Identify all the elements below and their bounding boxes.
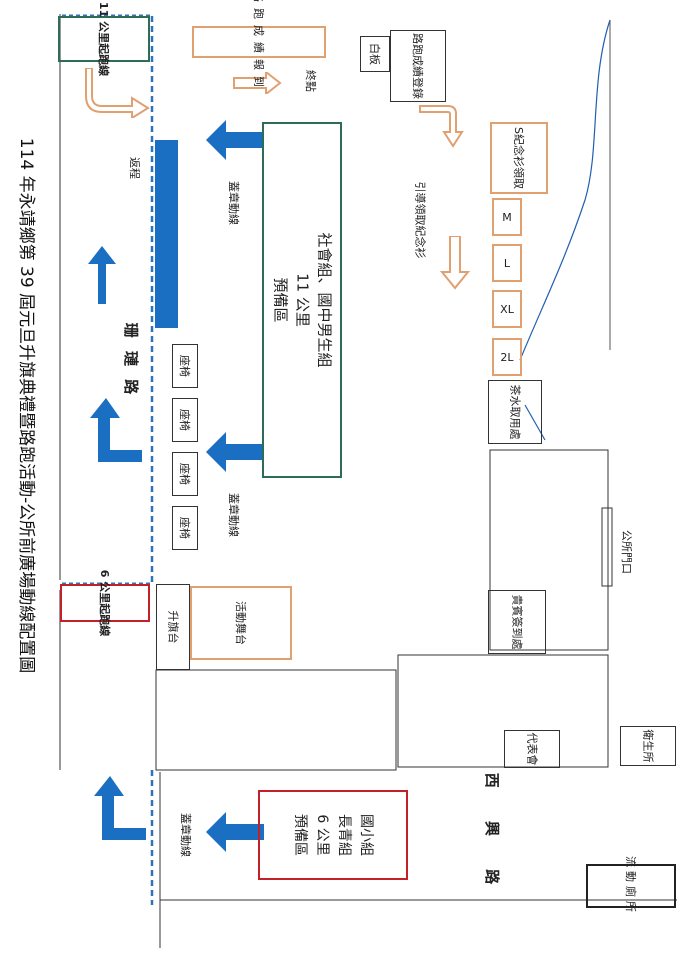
portable-toilet: 流動廁所 (586, 856, 676, 916)
group-6km-line-2: 長青組 (336, 814, 352, 856)
finish-arrow-icon (233, 72, 282, 94)
down-arrow-icon (440, 236, 470, 290)
stamp-route-label-3: 蓋章動線 (179, 813, 192, 857)
whiteboard: 白板 (360, 36, 390, 72)
size-box-2l: 2L (492, 338, 522, 376)
group-6km-line-4: 預備區 (292, 814, 308, 856)
group-11km-line-3: 預備區 (271, 277, 290, 323)
left-arrow-icon-2 (206, 432, 264, 472)
road-xixing: 西 興 路 (483, 772, 502, 898)
chair-2: 座椅 (172, 398, 198, 442)
council-office: 代表會 (504, 730, 560, 768)
finish-report-box: 路跑成績報到 (192, 0, 326, 93)
return-path-label: 返程 (128, 157, 141, 179)
size-box-l: L (492, 244, 522, 282)
chair-1: 座椅 (172, 344, 198, 388)
size-box-m: M (492, 198, 522, 236)
turn-arrow-icon (90, 398, 142, 462)
stamp-route-label: 蓋章動線 (227, 181, 240, 225)
return-arrow-icon (85, 68, 150, 118)
activity-stage: 活動舞台 (190, 586, 292, 660)
left-arrow-icon-3 (206, 812, 264, 852)
group-6km-area: 國小組 長青組 6 公里 預備區 (258, 790, 408, 880)
chair-3: 座椅 (172, 452, 198, 496)
flag-platform: 升旗台 (156, 584, 190, 670)
road-shanlian: 珊 璉 路 (122, 322, 141, 398)
stamp-route-label-2: 蓋章動線 (227, 493, 240, 537)
tea-water-station: 茶水取用處 (488, 380, 542, 444)
group-6km-line-1: 國小組 (358, 814, 374, 856)
guide-arrow-icon (419, 105, 464, 148)
office-gate-label: 公所門口 (620, 530, 633, 574)
start-line-11km: 11 公里起跑線 (58, 2, 150, 76)
group-6km-line-3: 6 公里 (314, 814, 330, 856)
group-11km-line-1: 社會組、國中男生組 (315, 232, 334, 368)
group-11km-area: 社會組、國中男生組 11 公里 預備區 (262, 122, 342, 478)
guide-tshirt-label: 引導領取紀念衫 (413, 181, 426, 259)
health-center: 衛生所 (620, 726, 676, 766)
left-arrow-icon (206, 120, 264, 160)
up-arrow-icon (88, 246, 116, 304)
chair-4: 座椅 (172, 506, 198, 550)
vip-signin: 貴賓簽到處 (488, 590, 546, 654)
results-board: 路跑成績登錄 (390, 30, 446, 102)
size-box-xl: XL (492, 290, 522, 328)
turn-arrow-icon-2 (94, 776, 146, 840)
start-line-6km: 6 公里起跑線 (60, 570, 150, 636)
group-11km-line-2: 11 公里 (293, 273, 312, 327)
finish-point-label: 終點 (304, 70, 317, 92)
tshirt-pickup: S紀念衫領取 (490, 122, 548, 194)
page-title: 114 年永靖鄉第 39 屆元旦升旗典禮暨路跑活動-公所前廣場動線配置圖 (16, 137, 37, 673)
